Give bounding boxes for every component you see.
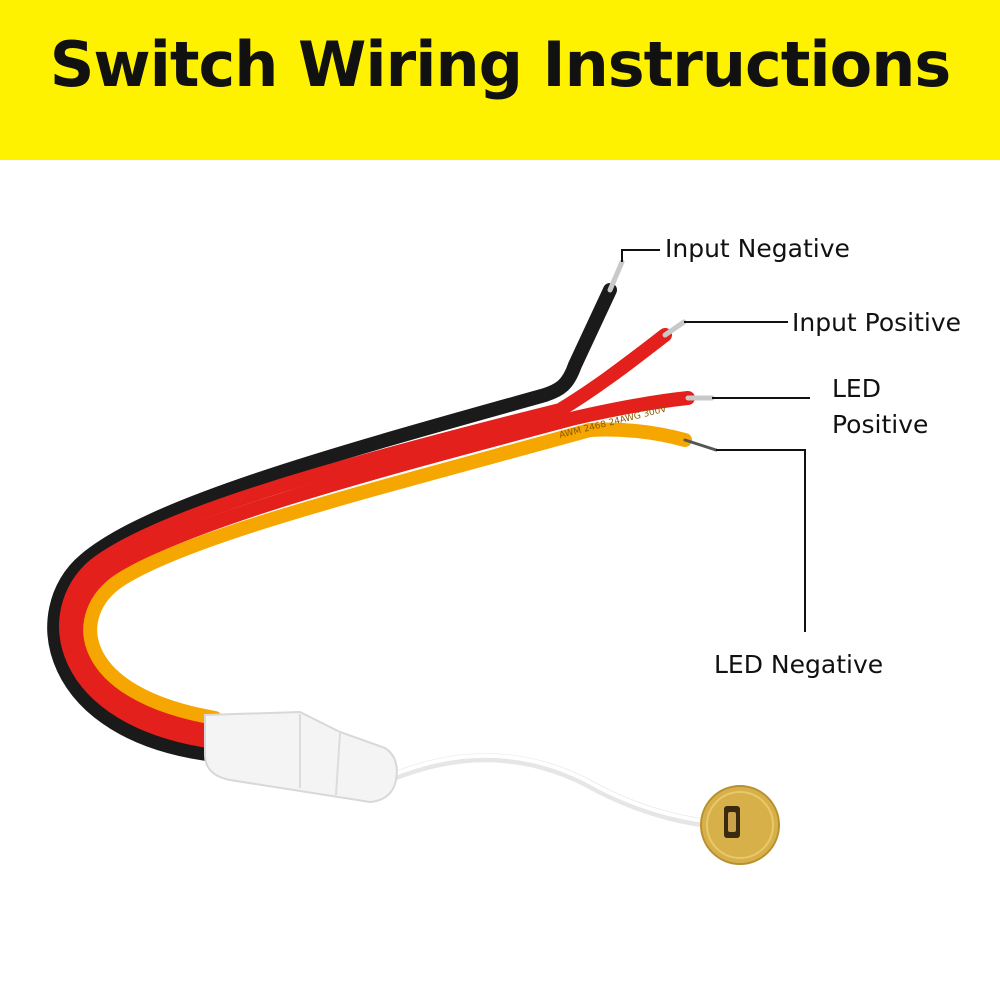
leader-led-negative xyxy=(716,449,806,632)
title-banner: Switch Wiring Instructions xyxy=(0,0,1000,160)
switch-module-icon xyxy=(204,710,398,804)
label-input-negative: Input Negative xyxy=(665,234,850,263)
label-led-negative: LED Negative xyxy=(714,650,884,679)
wire-black xyxy=(47,283,617,762)
label-led-positive-line2: Positive xyxy=(832,410,929,439)
wire-red-input xyxy=(59,328,672,749)
wire-yellow xyxy=(83,422,692,725)
touch-pad-icon xyxy=(700,785,780,865)
leader-input-negative xyxy=(621,249,660,262)
sensor-lead-highlight xyxy=(388,753,722,825)
wire-red-input-tip xyxy=(662,319,687,338)
wire-yellow-tip xyxy=(683,438,718,452)
label-led-positive-line1: LED xyxy=(832,374,881,403)
page-title: Switch Wiring Instructions xyxy=(49,28,952,101)
wire-red-led xyxy=(71,391,695,737)
wire-black-tip xyxy=(607,259,625,293)
label-input-positive: Input Positive xyxy=(792,308,962,337)
